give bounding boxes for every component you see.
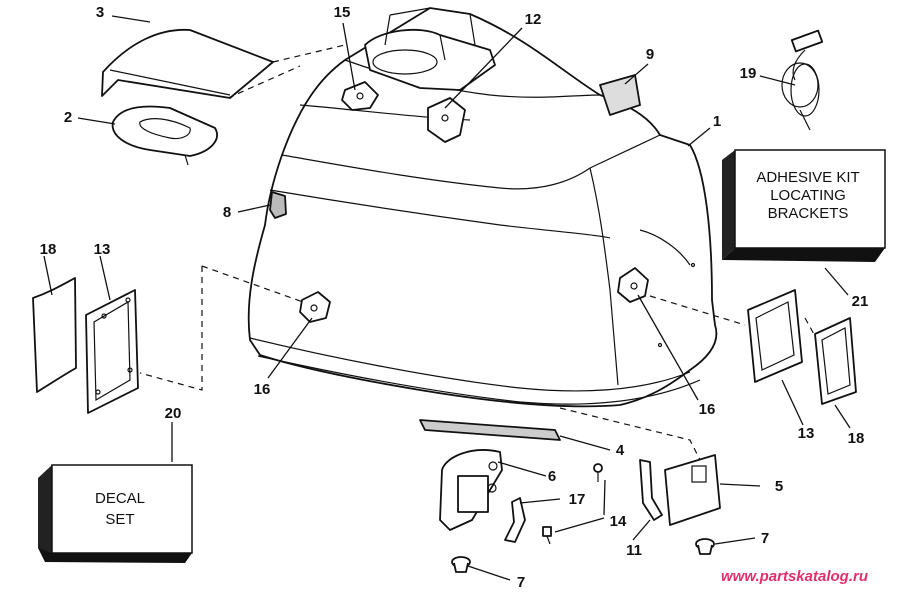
watermark-link[interactable]: www.partskatalog.ru xyxy=(721,568,868,585)
callout-20: 20 xyxy=(165,405,182,422)
callout-21: 21 xyxy=(852,293,869,310)
decal-set-line2: SET xyxy=(105,511,134,528)
callout-17: 17 xyxy=(569,491,586,508)
callout-5: 5 xyxy=(775,478,783,495)
callout-12: 12 xyxy=(525,11,542,28)
part-19-wire xyxy=(781,29,824,131)
callout-2: 2 xyxy=(64,109,72,126)
part-7-grommet-right xyxy=(695,538,715,555)
callout-15: 15 xyxy=(334,4,351,21)
part-18-left-gasket xyxy=(32,277,77,393)
decal-set-line1: DECAL xyxy=(95,490,145,507)
assembly-dashed-lines xyxy=(139,44,816,461)
callout-13-left: 13 xyxy=(94,241,111,258)
callout-8: 8 xyxy=(223,204,231,221)
callout-6: 6 xyxy=(548,468,556,485)
adhesive-kit-line2: LOCATING xyxy=(770,187,846,204)
callout-13-right: 13 xyxy=(798,425,815,442)
callout-7-right: 7 xyxy=(761,530,769,547)
callout-11: 11 xyxy=(626,542,642,559)
part-17-clip xyxy=(504,497,526,543)
part-7-grommet-bottom xyxy=(451,556,471,573)
callout-16-right: 16 xyxy=(699,401,716,418)
part-5-plate xyxy=(664,454,721,526)
part-15-bracket xyxy=(341,81,379,111)
part-13-left-frame xyxy=(85,289,139,414)
callout-4: 4 xyxy=(616,442,625,459)
leader-lines xyxy=(43,15,851,581)
part-16-mount-right xyxy=(617,267,649,303)
callout-numbers: 3 2 15 12 9 1 19 8 21 16 16 13 18 18 13 … xyxy=(40,4,869,591)
part-13-right-frame xyxy=(747,289,803,383)
callout-1: 1 xyxy=(713,113,721,130)
part-4-strip xyxy=(419,419,561,441)
adhesive-kit-box: ADHESIVE KIT LOCATING BRACKETS xyxy=(722,149,886,262)
part-3-cover xyxy=(101,28,274,99)
part-16-mount-left xyxy=(299,291,331,323)
part-8-trim xyxy=(269,191,287,219)
part-2-plate xyxy=(111,105,218,157)
callout-18-left: 18 xyxy=(40,241,57,258)
callout-18-right: 18 xyxy=(848,430,865,447)
callout-16-left: 16 xyxy=(254,381,271,398)
callout-3: 3 xyxy=(96,4,104,21)
part-6-bracket xyxy=(439,449,503,531)
callout-7-bottom: 7 xyxy=(517,574,525,591)
engine-cover xyxy=(247,7,718,408)
part-11-bracket xyxy=(639,459,663,521)
callout-9: 9 xyxy=(646,46,654,63)
part-12-bracket xyxy=(427,97,466,143)
callout-14: 14 xyxy=(610,513,627,530)
callout-19: 19 xyxy=(740,65,757,82)
adhesive-kit-line3: BRACKETS xyxy=(768,205,849,222)
part-14-screws xyxy=(542,463,603,545)
decal-set-box: DECAL SET xyxy=(38,464,193,563)
part-9-label xyxy=(599,74,641,116)
adhesive-kit-line1: ADHESIVE KIT xyxy=(756,169,859,186)
